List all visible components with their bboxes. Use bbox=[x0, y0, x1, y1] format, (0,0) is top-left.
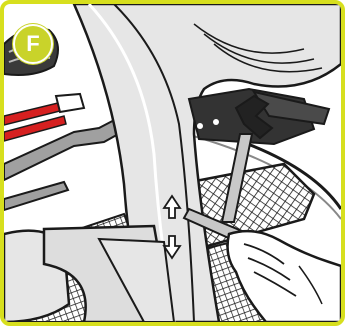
step-illustration bbox=[4, 4, 341, 322]
seat-bucket bbox=[4, 226, 174, 322]
step-badge: F bbox=[13, 24, 53, 64]
mounting-bracket bbox=[189, 89, 329, 144]
